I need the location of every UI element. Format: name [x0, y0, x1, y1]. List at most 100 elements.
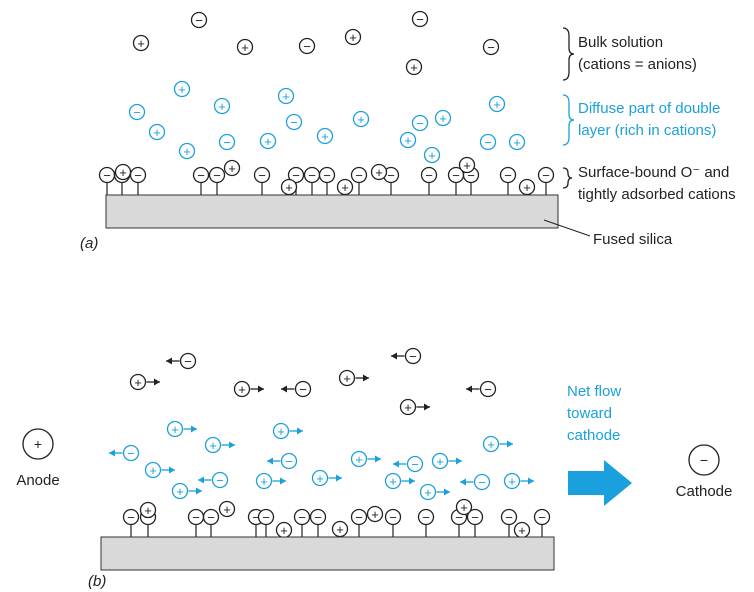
svg-text:−: −: [184, 354, 192, 369]
diffuse-label-line1: Diffuse part of double: [578, 100, 720, 117]
cation-icon: +: [458, 156, 476, 174]
anion-icon: −: [129, 166, 147, 184]
surface-oxide-site: −: [129, 166, 147, 195]
anion-icon: −: [417, 508, 435, 526]
ions-panel-a: +−+−+−+−+−+++−+−+++−+++−++: [128, 10, 526, 164]
svg-text:+: +: [119, 165, 127, 180]
svg-text:−: −: [262, 510, 270, 525]
svg-text:+: +: [153, 125, 161, 140]
surface-label-line2: tightly adsorbed cations: [578, 186, 736, 203]
svg-text:+: +: [241, 40, 249, 55]
surface-oxide-site: −: [466, 508, 484, 537]
svg-text:+: +: [280, 523, 288, 538]
surface-oxide-site: −: [350, 166, 368, 195]
svg-text:+: +: [218, 99, 226, 114]
arrowhead-icon: [258, 385, 264, 393]
surface-oxide-site: −: [187, 508, 205, 537]
svg-text:+: +: [285, 180, 293, 195]
arrowhead-icon: [267, 457, 273, 465]
flow-label-line2: toward: [567, 405, 612, 422]
cation-icon: +: [311, 469, 342, 487]
anion-icon: −: [298, 37, 316, 55]
surface-label-line1: Surface-bound O⁻ and: [578, 164, 729, 181]
cation-icon: +: [178, 142, 196, 160]
svg-text:+: +: [424, 485, 432, 500]
cation-icon: +: [508, 133, 526, 151]
svg-text:+: +: [371, 507, 379, 522]
arrowhead-icon: [460, 478, 466, 486]
svg-text:+: +: [428, 148, 436, 163]
cation-icon: +: [503, 472, 534, 490]
svg-text:+: +: [410, 60, 418, 75]
surface-sites-panel-a: −−−−−−−−−−−−−−−−+++++++: [98, 156, 555, 196]
cathode-symbol: −: [700, 452, 708, 468]
svg-text:+: +: [176, 484, 184, 499]
cation-icon: +: [338, 369, 369, 387]
flow-label-line3: cathode: [567, 427, 620, 444]
svg-text:−: −: [314, 510, 322, 525]
svg-text:+: +: [439, 111, 447, 126]
svg-text:+: +: [493, 97, 501, 112]
cation-icon: +: [272, 422, 303, 440]
cation-icon: +: [366, 505, 384, 523]
cation-icon: +: [350, 450, 381, 468]
surface-oxide-site: −: [257, 508, 275, 537]
surface-oxide-site: −: [192, 166, 210, 195]
arrowhead-icon: [336, 474, 342, 482]
arrowhead-icon: [528, 477, 534, 485]
svg-text:−: −: [127, 510, 135, 525]
surface-oxide-site: −: [499, 166, 517, 195]
panel-a: +−+−+−+−+−+++−+−+++−+++−++ −−−−−−−−−−−−−…: [80, 10, 736, 252]
anion-icon: −: [391, 347, 422, 365]
cation-icon: +: [331, 520, 349, 538]
svg-text:−: −: [487, 40, 495, 55]
cation-icon: +: [336, 178, 354, 196]
cation-icon: +: [518, 178, 536, 196]
anion-icon: −: [281, 380, 312, 398]
svg-text:+: +: [460, 500, 468, 515]
arrowhead-icon: [154, 378, 160, 386]
svg-text:−: −: [484, 135, 492, 150]
surface-oxide-site: −: [253, 166, 271, 195]
svg-text:−: −: [387, 168, 395, 183]
surface-oxide-site: −: [208, 166, 226, 195]
svg-text:−: −: [207, 510, 215, 525]
surface-oxide-site: −: [500, 508, 518, 537]
cation-icon: +: [344, 28, 362, 46]
arrowhead-icon: [297, 427, 303, 435]
anion-icon: −: [460, 473, 491, 491]
anion-icon: −: [384, 508, 402, 526]
svg-text:+: +: [375, 165, 383, 180]
anion-icon: −: [202, 508, 220, 526]
cation-icon: +: [173, 80, 191, 98]
surface-oxide-site: −: [384, 508, 402, 537]
svg-text:−: −: [409, 349, 417, 364]
cation-icon: +: [280, 178, 298, 196]
anion-icon: −: [253, 166, 271, 184]
anode-symbol: +: [34, 436, 42, 452]
anion-icon: −: [309, 508, 327, 526]
silica-label: Fused silica: [593, 231, 673, 248]
cation-icon: +: [488, 95, 506, 113]
anion-icon: −: [109, 444, 140, 462]
svg-text:−: −: [308, 168, 316, 183]
cation-icon: +: [218, 500, 236, 518]
cation-icon: +: [423, 146, 441, 164]
svg-text:+: +: [183, 144, 191, 159]
svg-text:+: +: [282, 89, 290, 104]
cation-icon: +: [132, 34, 150, 52]
silica-leader-line: [543, 219, 591, 237]
cation-icon: +: [370, 163, 388, 181]
svg-text:+: +: [389, 474, 397, 489]
surface-oxide-site: −: [318, 166, 336, 195]
svg-text:+: +: [349, 30, 357, 45]
arrowhead-icon: [375, 455, 381, 463]
svg-text:−: −: [505, 510, 513, 525]
cathode-electrode: [688, 444, 720, 476]
svg-text:−: −: [478, 475, 486, 490]
svg-text:−: −: [298, 510, 306, 525]
cation-icon: +: [204, 436, 235, 454]
capillary-wall-slab: [100, 536, 555, 571]
svg-text:+: +: [518, 523, 526, 538]
arrowhead-icon: [466, 385, 472, 393]
